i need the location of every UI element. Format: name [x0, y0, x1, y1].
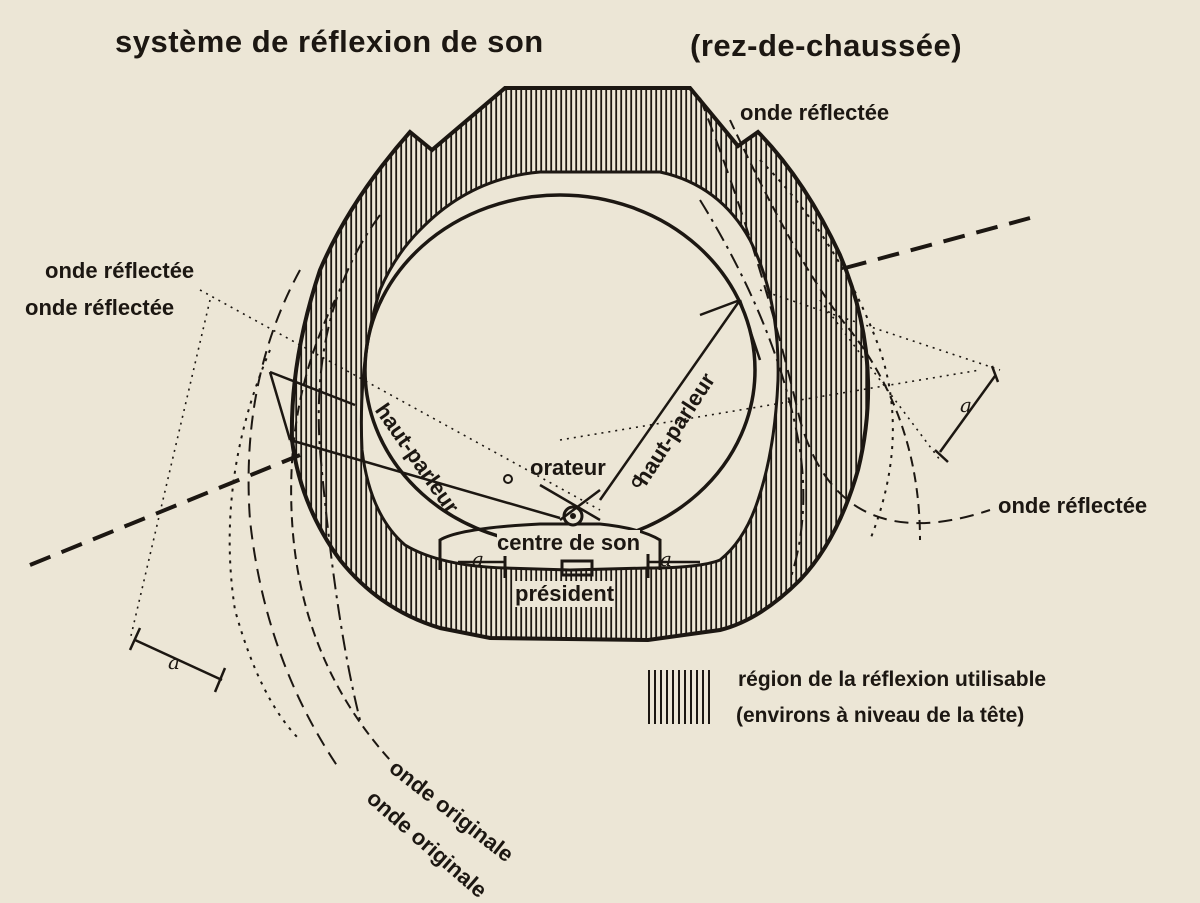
dimension-a-right: a: [960, 393, 972, 417]
label-reflected-left-1: onde réflectée: [45, 258, 195, 283]
construction-lines: [129, 289, 1001, 641]
dimension-a-podium-left: a: [472, 547, 484, 571]
legend-line-2: (environs à niveau de la tête): [736, 704, 1025, 727]
podium: [438, 522, 662, 570]
label-sound-center: centre de son: [497, 530, 641, 556]
solid-rays: [268, 298, 762, 522]
dimension-a-left: a: [168, 650, 180, 674]
label-reflected-right: onde réflectée: [998, 493, 1148, 518]
diagram-title-suffix: (rez-de-chaussée): [690, 28, 963, 63]
legend: région de la réflexion utilisable (envir…: [648, 668, 1118, 738]
direction-lines: [29, 216, 1031, 567]
dimension-marks: [128, 365, 1000, 693]
label-reflected-top-right: onde réflectée: [740, 100, 890, 125]
label-reflected-left-2: onde réflectée: [25, 295, 175, 320]
inner-arena: [359, 170, 780, 572]
president-desk: [560, 559, 594, 577]
diagram-title: système de réflexion de son: [115, 24, 544, 59]
legend-line-1: région de la réflexion utilisable: [738, 668, 1047, 691]
dimension-a-podium-right: a: [660, 547, 672, 571]
legend-hatch-swatch: [648, 670, 710, 724]
label-president: président: [515, 581, 615, 607]
label-orator: orateur: [530, 455, 606, 480]
wave-fronts: [228, 97, 991, 771]
